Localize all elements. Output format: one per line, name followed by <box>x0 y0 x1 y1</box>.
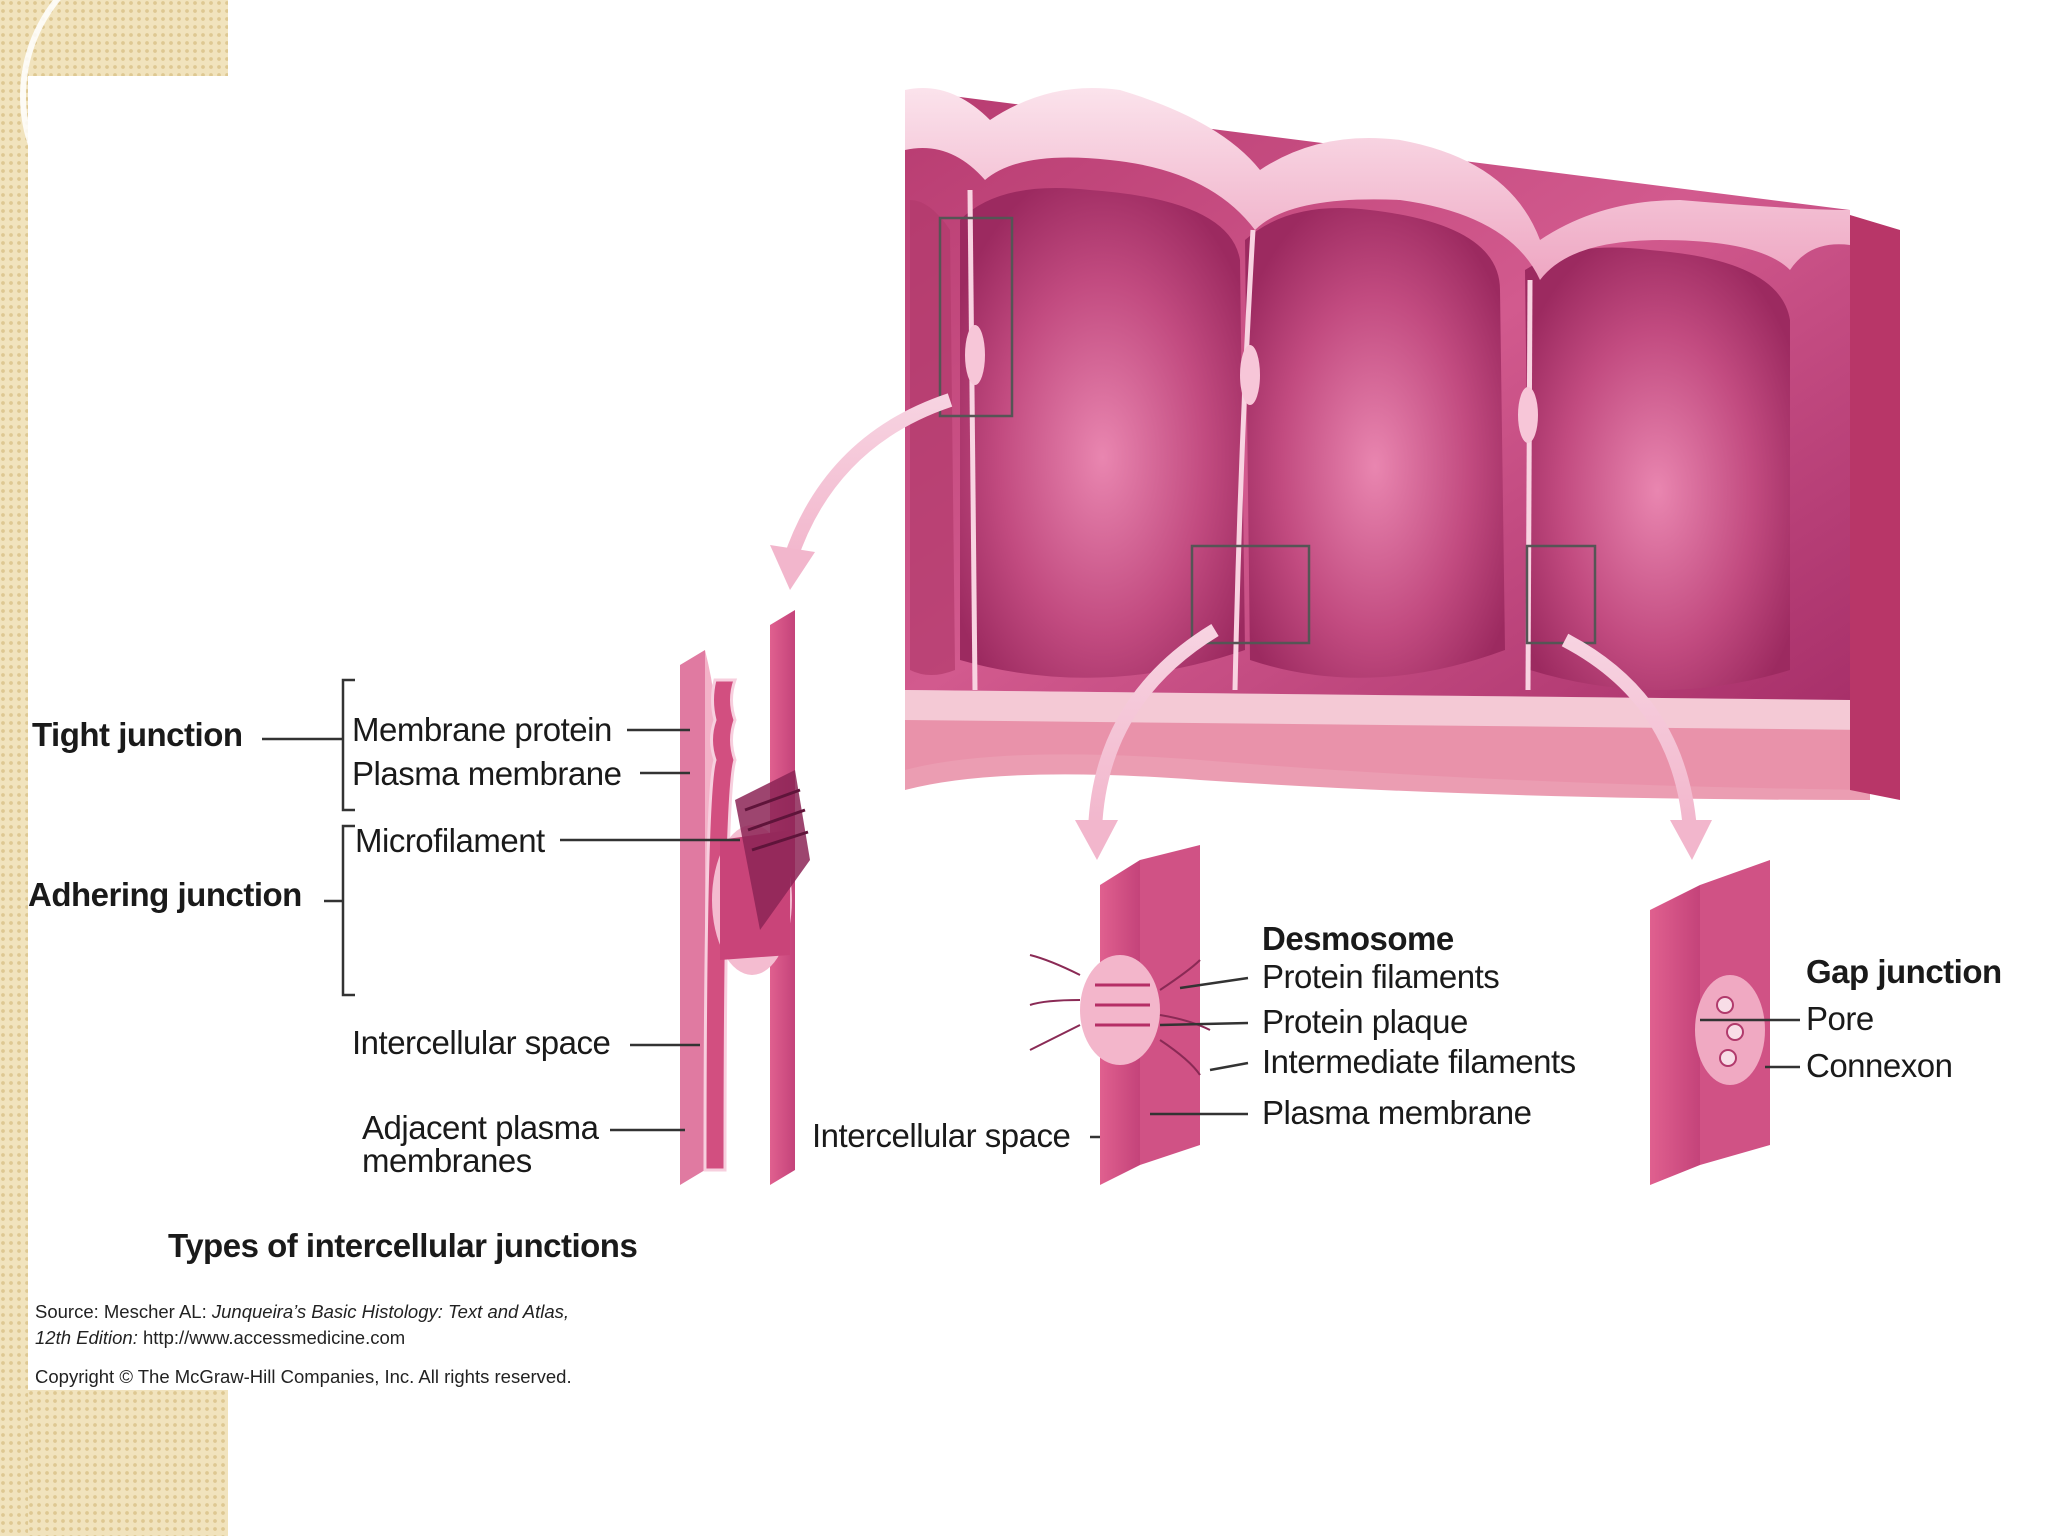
label-connexon: Connexon <box>1806 1047 1952 1085</box>
gap-junction-detail <box>1650 860 1770 1185</box>
label-microfilament: Microfilament <box>355 822 545 860</box>
label-desmosome: Desmosome <box>1262 920 1454 958</box>
epithelium-block <box>905 88 1900 800</box>
source-edition: 12th Edition: <box>35 1327 138 1348</box>
label-adjacent-plasma-2: membranes <box>362 1142 532 1180</box>
label-intercellular-space-left: Intercellular space <box>352 1024 610 1062</box>
label-protein-filaments: Protein filaments <box>1262 958 1499 996</box>
label-pore: Pore <box>1806 1000 1874 1038</box>
label-membrane-protein: Membrane protein <box>352 711 612 749</box>
label-plasma-membrane-desmo: Plasma membrane <box>1262 1094 1531 1132</box>
copyright-line: Copyright © The McGraw-Hill Companies, I… <box>35 1366 572 1388</box>
source-book: Junqueira’s Basic Histology: Text and At… <box>212 1301 569 1322</box>
source-url: http://www.accessmedicine.com <box>138 1327 405 1348</box>
tight-junction-detail <box>680 610 810 1185</box>
label-plasma-membrane: Plasma membrane <box>352 755 621 793</box>
label-protein-plaque: Protein plaque <box>1262 1003 1468 1041</box>
label-tight-junction: Tight junction <box>32 716 243 754</box>
source-line-1: Source: Mescher AL: Junqueira’s Basic Hi… <box>35 1301 569 1323</box>
source-line-2: 12th Edition: http://www.accessmedicine.… <box>35 1327 405 1349</box>
label-intercellular-space-desmo: Intercellular space <box>812 1117 1070 1155</box>
label-gap-junction: Gap junction <box>1806 953 2002 991</box>
source-prefix: Source: Mescher AL: <box>35 1301 212 1322</box>
label-intermediate-filaments: Intermediate filaments <box>1262 1043 1576 1081</box>
figure-title: Types of intercellular junctions <box>168 1227 637 1265</box>
label-adhering-junction: Adhering junction <box>28 876 302 914</box>
